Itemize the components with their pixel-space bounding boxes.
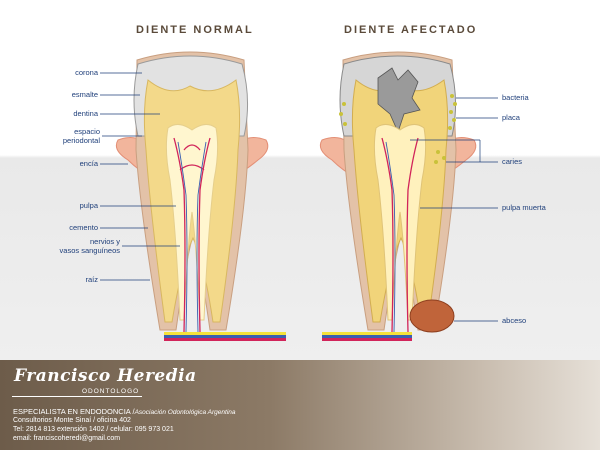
label-corona: corona (75, 68, 98, 77)
affected-bar-blue (322, 335, 412, 338)
affected-bar-yellow (322, 332, 412, 335)
footer-specialty-line: ESPECIALISTA EN ENDODONCIA /Asociación O… (13, 407, 236, 416)
brand-logo: Francisco Heredia (14, 366, 197, 386)
label-raiz: raíz (85, 275, 98, 284)
affected-tooth (319, 51, 477, 341)
normal-bar-pink (164, 338, 286, 341)
label-bacteria: bacteria (502, 93, 529, 102)
title-affected-tooth: DIENTE AFECTADO (344, 24, 478, 36)
label-placa: placa (502, 113, 520, 122)
footer: Francisco Heredia ODONTOLOGO ESPECIALIST… (0, 360, 600, 450)
normal-bar-yellow (164, 332, 286, 335)
brand-underline (12, 396, 142, 397)
label-dentina: dentina (73, 109, 98, 118)
normal-pulp (165, 124, 219, 321)
affected-abscess (409, 299, 455, 333)
diagram-stage: DIENTE NORMAL DIENTE AFECTADO corona esm… (0, 0, 600, 360)
label-abceso: abceso (502, 316, 527, 325)
teeth-illustration (100, 51, 498, 341)
brand-subtitle: ODONTOLOGO (82, 388, 140, 395)
footer-email: email: franciscoheredi@gmail.com (13, 435, 121, 442)
footer-association: Asociación Odontológica Argentina (134, 409, 236, 416)
label-caries: caries (502, 157, 523, 166)
label-esmalte: esmalte (71, 90, 98, 99)
footer-phone: Tel: 2814 813 extensión 1402 / celular: … (13, 426, 174, 433)
affected-nerve-blue (385, 141, 396, 333)
label-nervios: nervios y (89, 237, 120, 246)
affected-pulp (373, 124, 427, 321)
normal-nerve-blue (177, 141, 207, 333)
label-cemento: cemento (69, 223, 98, 232)
label-pulpa: pulpa (79, 201, 98, 210)
normal-tooth (115, 51, 286, 341)
title-normal-tooth: DIENTE NORMAL (136, 24, 254, 36)
label-espacio: espacio (74, 127, 100, 136)
affected-plaque (339, 94, 457, 164)
footer-specialty: ESPECIALISTA EN ENDODONCIA / (13, 407, 135, 416)
label-vasos: vasos sanguíneos (59, 246, 120, 255)
footer-address: Consultorios Monte Sinaí / oficina 402 (13, 417, 131, 424)
leader-lines (100, 72, 498, 322)
affected-bar-pink (322, 338, 412, 341)
affected-decay (377, 67, 421, 134)
normal-bar-blue (164, 335, 286, 338)
normal-nerve-red (173, 137, 211, 333)
affected-nerve-red (381, 137, 419, 333)
label-periodontal: periodontal (62, 136, 100, 145)
label-encia: encía (79, 159, 98, 168)
label-pulpa-muerta: pulpa muerta (502, 203, 546, 212)
